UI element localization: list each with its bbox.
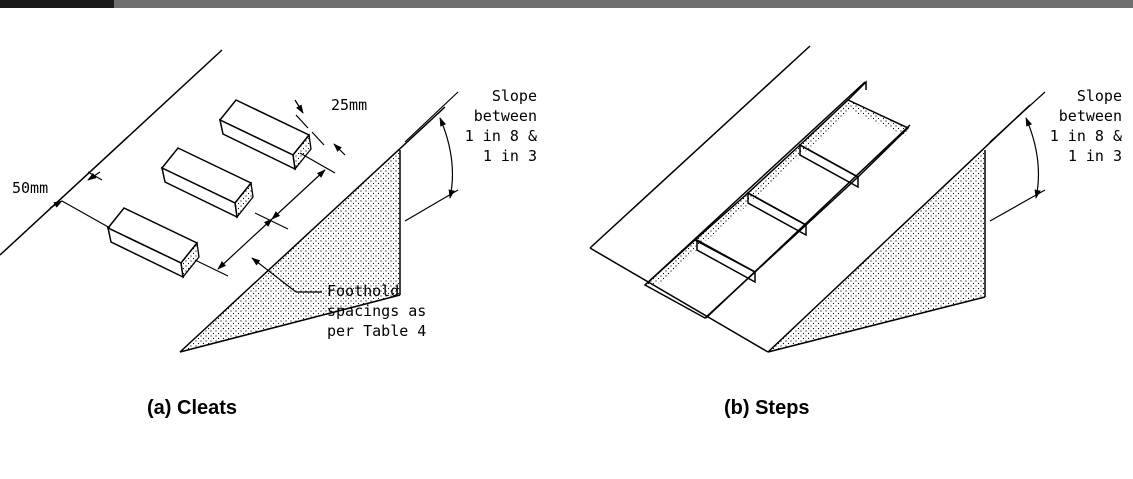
step bbox=[798, 99, 910, 178]
ramp-left-base bbox=[589, 247, 769, 353]
step bbox=[643, 238, 757, 319]
ramp-back-edge bbox=[0, 49, 223, 256]
caption-steps: (b) Steps bbox=[724, 397, 810, 419]
cleat bbox=[218, 99, 312, 171]
slope-indicator-b: Slope between 1 in 8 & 1 in 3 bbox=[989, 87, 1122, 222]
ramp-back-edge bbox=[589, 45, 811, 249]
slope-line-1: Slope bbox=[492, 87, 537, 105]
slope-line-1: Slope bbox=[1077, 87, 1122, 105]
slope-line-4: 1 in 3 bbox=[1068, 147, 1122, 165]
header-bar-accent bbox=[0, 0, 114, 8]
step bbox=[693, 191, 808, 273]
slope-line-3: 1 in 8 & bbox=[465, 127, 537, 145]
foothold-line-1: Foothold bbox=[327, 282, 399, 300]
cleat bbox=[160, 147, 254, 219]
caption-cleats: (a) Cleats bbox=[147, 397, 237, 419]
slope-line-4: 1 in 3 bbox=[483, 147, 537, 165]
dimension-foothold-spacing: Foothold spacings as per Table 4 bbox=[194, 152, 426, 340]
label-25mm: 25mm bbox=[331, 96, 367, 114]
ramp-side-face bbox=[768, 150, 985, 352]
diagram-steps: Slope between 1 in 8 & 1 in 3 (b) Steps bbox=[589, 45, 1122, 419]
ramp-front-edge bbox=[179, 106, 446, 353]
header-bar bbox=[0, 0, 1133, 8]
cleat bbox=[106, 207, 200, 279]
dimension-25mm: 25mm bbox=[294, 96, 367, 156]
dimension-50mm: 50mm bbox=[12, 171, 111, 229]
ramp-side-face bbox=[180, 150, 400, 352]
slope-indicator-a: Slope between 1 in 8 & 1 in 3 bbox=[404, 87, 537, 222]
ramp-front-edge bbox=[767, 104, 1031, 353]
slope-line-3: 1 in 8 & bbox=[1050, 127, 1122, 145]
diagram-cleats: 50mm 25mm Foothold spacings as per Table… bbox=[0, 49, 537, 419]
foothold-line-3: per Table 4 bbox=[327, 322, 426, 340]
step bbox=[746, 143, 860, 226]
slope-line-2: between bbox=[1059, 107, 1122, 125]
foothold-line-2: spacings as bbox=[327, 302, 426, 320]
label-50mm: 50mm bbox=[12, 179, 48, 197]
slope-line-2: between bbox=[474, 107, 537, 125]
